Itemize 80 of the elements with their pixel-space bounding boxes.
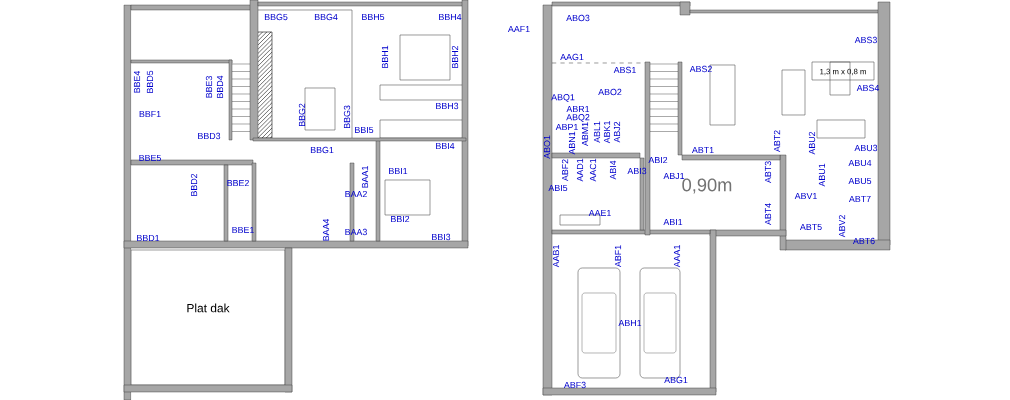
fixture-code: ABN1 (568, 131, 576, 155)
fixture-code: ABQ2 (566, 114, 590, 122)
fixture-code: ABS2 (689, 65, 712, 73)
fixture-code: ABU3 (854, 144, 878, 152)
fixture-code: BAA2 (345, 190, 367, 198)
fixture-code: BBG2 (298, 103, 306, 127)
fixture-code: AAC1 (589, 158, 597, 182)
fixture-code: AAE1 (588, 209, 611, 217)
fixture-code: BBH1 (381, 45, 389, 68)
fixture-code: BBE1 (232, 226, 254, 234)
fixture-code: ABT4 (764, 203, 772, 226)
fixture-code: BBG3 (343, 105, 351, 129)
fixture-code: BBH5 (362, 13, 385, 21)
fixture-code: ABT6 (852, 237, 875, 245)
fixture-code: ABS4 (856, 84, 880, 92)
dimension-label: 0,90m (682, 178, 732, 194)
room-label: Plat dak (187, 303, 230, 313)
fixture-code: ABT3 (764, 161, 772, 184)
fixture-code: BAA4 (322, 218, 330, 241)
fixture-code: ABT7 (848, 195, 871, 203)
fixture-code: ABJ2 (613, 121, 621, 143)
fixture-code: ABI5 (548, 184, 568, 192)
fixture-code: ABL1 (593, 121, 601, 143)
fixture-code: ABV2 (838, 215, 846, 238)
fixture-code: ABU5 (848, 177, 872, 185)
fixture-code: ABO1 (543, 135, 551, 159)
fixture-code: BBH4 (439, 13, 462, 21)
fixture-code: ABQ1 (551, 94, 575, 102)
fixture-code: ABU4 (848, 159, 872, 167)
fixture-code: AAF1 (507, 25, 530, 33)
fixture-code: BBD5 (146, 70, 154, 93)
fixture-code: AAD1 (576, 158, 584, 182)
fixture-code: BBI5 (355, 126, 374, 134)
fixture-code: BBE4 (133, 70, 141, 93)
fixture-code: BBI3 (432, 233, 451, 241)
fixture-code: ABV1 (794, 192, 817, 200)
fixture-code: BBD1 (137, 234, 160, 242)
fixture-code: BAA3 (345, 228, 367, 236)
fixture-code: BBH3 (436, 102, 459, 110)
fixture-code: AAA1 (673, 245, 681, 268)
fixture-code: ABH1 (618, 319, 642, 327)
fixture-code: ABK1 (603, 121, 611, 144)
fixture-code: ABF1 (614, 245, 622, 268)
fixture-code: BBH2 (451, 45, 459, 68)
fixture-code: BBF1 (139, 110, 161, 118)
fixture-code: ABF3 (563, 381, 586, 389)
fixture-code: ABT5 (799, 223, 822, 231)
fixture-code: BBI2 (391, 215, 410, 223)
fixture-code: BBG4 (314, 13, 338, 21)
fixture-code: ABG1 (664, 376, 688, 384)
fixture-code: ABJ1 (663, 172, 685, 180)
fixture-code: AAB1 (552, 245, 560, 268)
fixture-code: ABI2 (648, 156, 668, 164)
fixture-code: BBI4 (436, 142, 455, 150)
fixture-code: ABM1 (581, 122, 589, 147)
fixture-code: BBI1 (389, 167, 408, 175)
fixture-code: ABR1 (566, 105, 590, 113)
fixture-code: BBE3 (205, 76, 213, 98)
fixture-code: ABU1 (818, 163, 826, 187)
fixture-code: ABO2 (598, 88, 622, 96)
fixture-code: ABO3 (566, 14, 590, 22)
fixture-code: BBD4 (216, 75, 224, 98)
fixture-code: ABT1 (691, 146, 714, 154)
fixture-code: BBD3 (198, 132, 221, 140)
fixture-code: BBG5 (264, 13, 288, 21)
fixture-code: ABF2 (561, 159, 569, 182)
fixture-code: ABS1 (613, 66, 636, 74)
fixture-code: ABI4 (609, 160, 617, 180)
fixture-code: BBE5 (139, 154, 161, 162)
fixture-code: ABU2 (808, 131, 816, 155)
fixture-code: ABI3 (627, 167, 647, 175)
fixture-code: BBE2 (227, 179, 249, 187)
fixture-code: ABS3 (854, 36, 877, 44)
fixture-code: BAA1 (361, 166, 369, 188)
fixture-code: ABI1 (663, 218, 683, 226)
fixture-code: ABT2 (773, 130, 781, 153)
fixture-code: ABP1 (555, 123, 578, 131)
fixture-code: BBG1 (310, 146, 334, 154)
fixture-code: BBD2 (190, 173, 198, 196)
fixture-code: AAG1 (560, 53, 584, 61)
